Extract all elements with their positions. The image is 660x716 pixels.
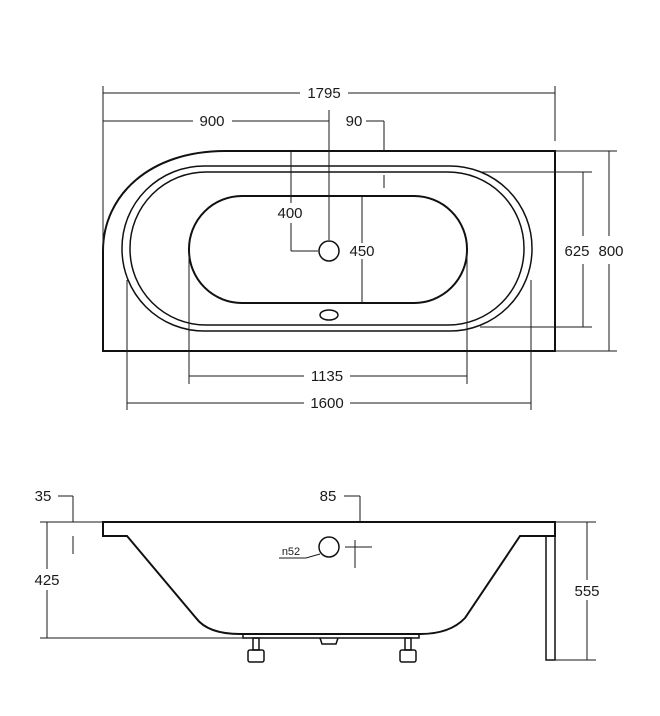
dim-90-label: 90 xyxy=(346,113,363,130)
top-view: 1795 900 90 400 450 625 800 xyxy=(102,85,624,412)
tub-foot-left xyxy=(247,637,265,663)
dim-555-label: 555 xyxy=(574,583,599,600)
dim-35-label: 35 xyxy=(35,488,52,505)
dim-625-label: 625 xyxy=(564,243,589,260)
dim-1600-label: 1600 xyxy=(310,395,343,412)
dim-425-label: 425 xyxy=(34,572,59,589)
dim-450-label: 450 xyxy=(349,243,374,260)
overflow-leader xyxy=(305,553,321,559)
dim-800-label: 800 xyxy=(598,243,623,260)
tub-rim-inner xyxy=(129,171,525,326)
dim-85-label: 85 xyxy=(320,488,337,505)
drain-circle xyxy=(318,240,340,262)
overflow-label: n52 xyxy=(282,546,300,558)
side-view: n52 35 85 425 555 xyxy=(34,488,600,663)
dim-400-label: 400 xyxy=(277,205,302,222)
tub-floor xyxy=(188,195,468,304)
dim-1135-label: 1135 xyxy=(311,368,343,385)
tub-foot-right xyxy=(399,637,417,663)
dim-1795-label: 1795 xyxy=(307,85,340,102)
dim-900-label: 900 xyxy=(199,113,224,130)
overflow-ellipse xyxy=(319,309,339,321)
tub-drain-fitting xyxy=(319,637,339,645)
tub-apron-panel xyxy=(545,535,556,661)
tub-rim-outer xyxy=(121,165,533,332)
overflow-circle xyxy=(318,536,340,558)
tub-frame-plate xyxy=(242,633,420,639)
tub-side-body xyxy=(102,521,556,635)
